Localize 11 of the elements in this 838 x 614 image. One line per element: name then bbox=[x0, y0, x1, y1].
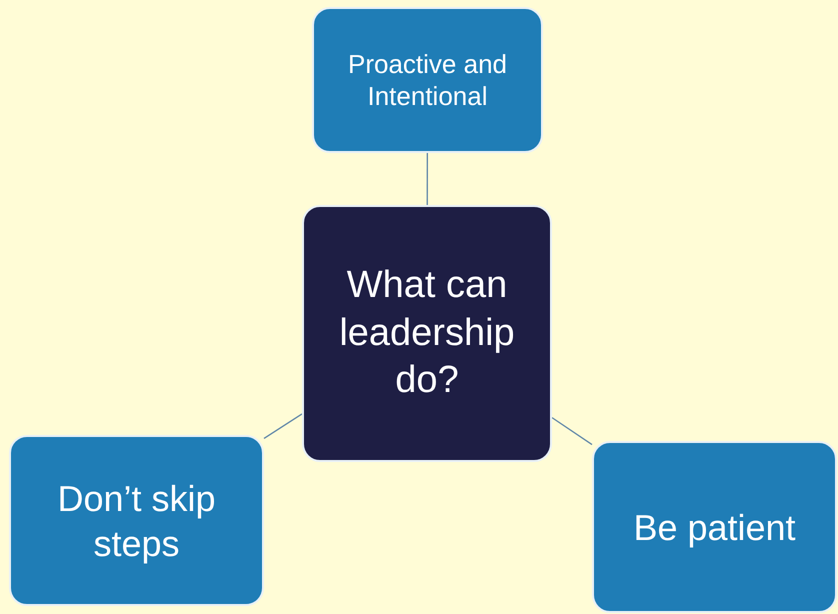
topic-box bbox=[592, 441, 837, 613]
connector-line bbox=[552, 417, 592, 446]
connector-line bbox=[426, 153, 428, 205]
topic-text: Proactive and Intentional bbox=[347, 48, 508, 112]
topic-text: Be patient bbox=[633, 506, 796, 550]
connector-line bbox=[264, 413, 302, 439]
central-topic-box bbox=[302, 205, 552, 462]
topic-text: What can leadership do? bbox=[338, 263, 516, 404]
topic-box bbox=[312, 7, 543, 153]
topic-text: Don’t skip steps bbox=[56, 476, 217, 566]
topic-box bbox=[9, 435, 264, 606]
